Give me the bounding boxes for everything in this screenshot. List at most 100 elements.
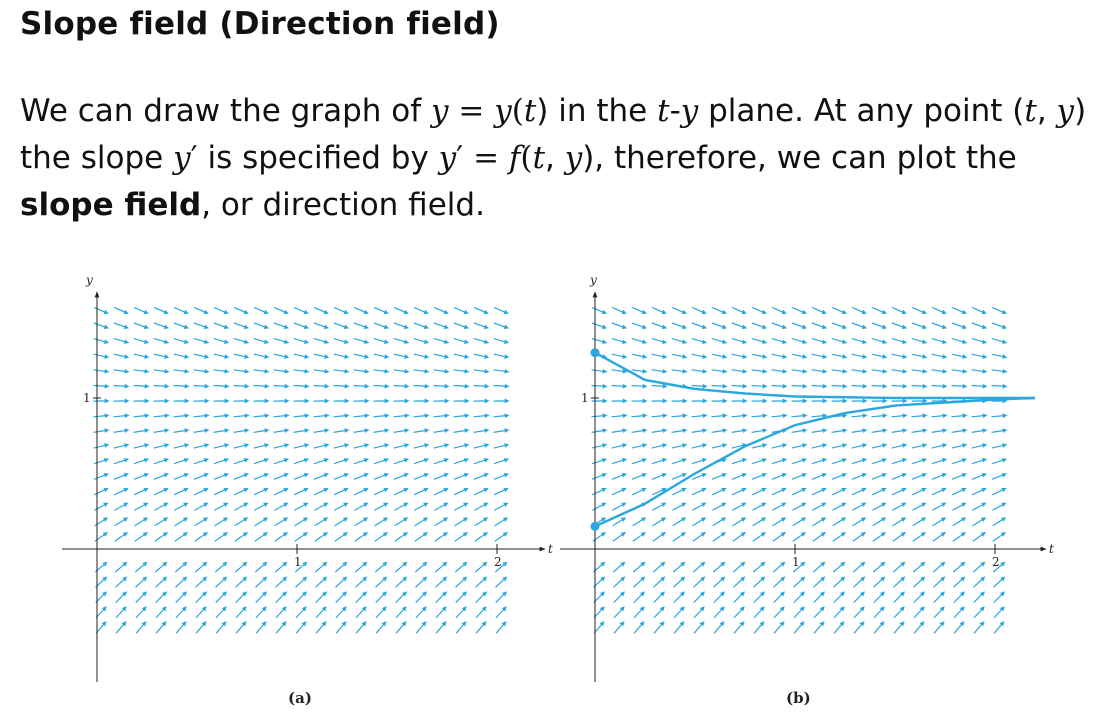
- slope-arrow: [453, 338, 470, 344]
- slope-arrow: [691, 443, 708, 449]
- slope-arrow: [333, 413, 350, 419]
- slope-arrow: [731, 306, 747, 315]
- slope-arrow: [731, 353, 748, 359]
- slope-arrow: [891, 368, 908, 374]
- slope-arrow: [434, 532, 448, 542]
- slope-arrow: [952, 517, 967, 527]
- slope-arrow: [293, 353, 310, 359]
- slope-arrow: [274, 532, 288, 542]
- slope-arrow: [473, 368, 490, 374]
- slope-arrow: [771, 443, 788, 449]
- slope-arrow: [473, 413, 490, 419]
- slope-arrow: [333, 428, 350, 433]
- slope-arrow: [691, 383, 708, 389]
- slope-arrow: [612, 532, 626, 542]
- slope-arrow: [813, 591, 825, 604]
- slope-arrow: [213, 353, 230, 359]
- slope-arrow: [153, 487, 169, 496]
- slope-arrow: [493, 353, 510, 359]
- slope-arrow: [453, 322, 470, 330]
- slope-arrow: [932, 561, 946, 573]
- slope-arrow: [793, 591, 805, 604]
- slope-arrow: [453, 428, 470, 433]
- slope-arrow: [373, 413, 390, 419]
- slope-arrow: [631, 428, 648, 433]
- slope-arrow: [374, 532, 388, 542]
- slope-arrow: [871, 413, 888, 419]
- slope-arrow: [273, 458, 290, 465]
- slope-arrow: [931, 306, 947, 315]
- slope-arrow: [153, 322, 170, 330]
- slope-arrow: [831, 338, 848, 344]
- slope-arrow: [233, 428, 250, 433]
- slope-arrow: [133, 472, 149, 480]
- slope-arrow: [213, 383, 230, 389]
- x-tick-label: 1: [294, 555, 302, 569]
- slope-arrow: [693, 591, 705, 604]
- slope-arrow: [93, 322, 110, 330]
- slope-arrow: [972, 502, 987, 511]
- slope-arrow: [234, 502, 249, 511]
- slope-arrow: [273, 443, 290, 449]
- slope-arrow: [313, 322, 330, 330]
- slope-arrow: [253, 428, 270, 433]
- slope-arrow: [931, 353, 948, 359]
- slope-arrow: [611, 322, 628, 330]
- slope-arrow: [455, 576, 468, 588]
- slope-arrow: [253, 487, 269, 496]
- slope-arrow: [971, 306, 987, 315]
- slope-arrow: [913, 606, 925, 619]
- slope-arrow: [733, 591, 745, 604]
- slope-arrow: [113, 487, 129, 496]
- slope-arrow: [473, 428, 490, 433]
- slope-arrow: [852, 517, 867, 527]
- x-tick-label: 2: [992, 555, 1000, 569]
- slope-arrow: [891, 322, 908, 330]
- slope-arrow: [811, 322, 828, 330]
- slope-arrow: [732, 517, 747, 527]
- math-variable: t: [1024, 93, 1037, 129]
- slope-arrow: [892, 517, 907, 527]
- slope-arrow: [811, 487, 827, 496]
- slope-arrow: [591, 413, 608, 419]
- slope-arrow: [413, 322, 430, 330]
- slope-arrow: [671, 353, 688, 359]
- slope-arrow: [95, 606, 107, 619]
- math-operator: =: [448, 93, 495, 129]
- slope-arrow: [173, 487, 189, 496]
- slope-arrow: [455, 591, 467, 604]
- slope-arrow: [711, 443, 728, 449]
- slope-arrow: [651, 428, 668, 433]
- slope-arrow: [493, 322, 510, 330]
- slope-arrow: [673, 591, 685, 604]
- slope-arrow: [493, 472, 509, 480]
- slope-arrow: [313, 338, 330, 344]
- slope-arrow: [113, 443, 130, 449]
- slope-arrow: [611, 413, 628, 419]
- slope-arrow: [114, 502, 129, 511]
- slope-arrow: [752, 561, 766, 573]
- slope-arrow: [255, 621, 267, 634]
- slope-arrow: [413, 428, 430, 433]
- slope-arrow: [293, 487, 309, 496]
- slope-arrow: [631, 306, 647, 315]
- slope-arrow: [671, 368, 688, 374]
- slope-arrow: [475, 576, 488, 588]
- slope-arrow: [115, 621, 127, 634]
- slope-arrow: [912, 502, 927, 511]
- slope-arrow: [771, 353, 788, 359]
- slope-arrow: [215, 606, 227, 619]
- slope-arrow: [174, 517, 189, 527]
- slope-arrow: [415, 621, 427, 634]
- slope-arrow: [871, 458, 888, 465]
- slope-arrow: [253, 413, 270, 419]
- slope-arrow: [134, 561, 148, 573]
- slope-arrow: [952, 532, 966, 542]
- slope-arrow: [951, 472, 967, 480]
- slope-arrow: [593, 606, 605, 619]
- slope-arrow: [631, 353, 648, 359]
- slope-arrow: [174, 532, 188, 542]
- slope-arrow: [454, 517, 469, 527]
